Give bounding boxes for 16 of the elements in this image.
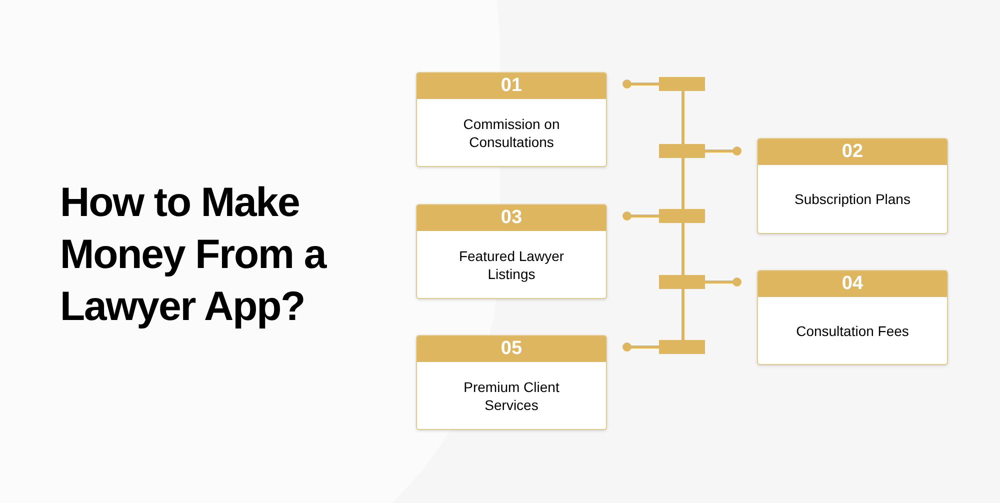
title: How to Make Money From a Lawyer App?: [60, 178, 328, 331]
step-label: Premium Client Services: [462, 378, 560, 414]
step-label: Featured Lawyer Listings: [458, 246, 566, 282]
step-card: [757, 270, 948, 365]
step-label: Subscription Plans: [794, 190, 910, 208]
step-card: [757, 138, 948, 234]
step-number: 02: [758, 139, 947, 165]
step-card: [416, 335, 607, 430]
step-card: [416, 204, 607, 299]
step-card: [416, 72, 607, 167]
step-number: 01: [417, 73, 606, 99]
step-number: 05: [417, 336, 606, 362]
step-number: 04: [758, 271, 947, 297]
step-number: 03: [417, 205, 606, 231]
step-label: Commission on Consultations: [462, 114, 561, 150]
step-label: Consultation Fees: [796, 322, 909, 340]
